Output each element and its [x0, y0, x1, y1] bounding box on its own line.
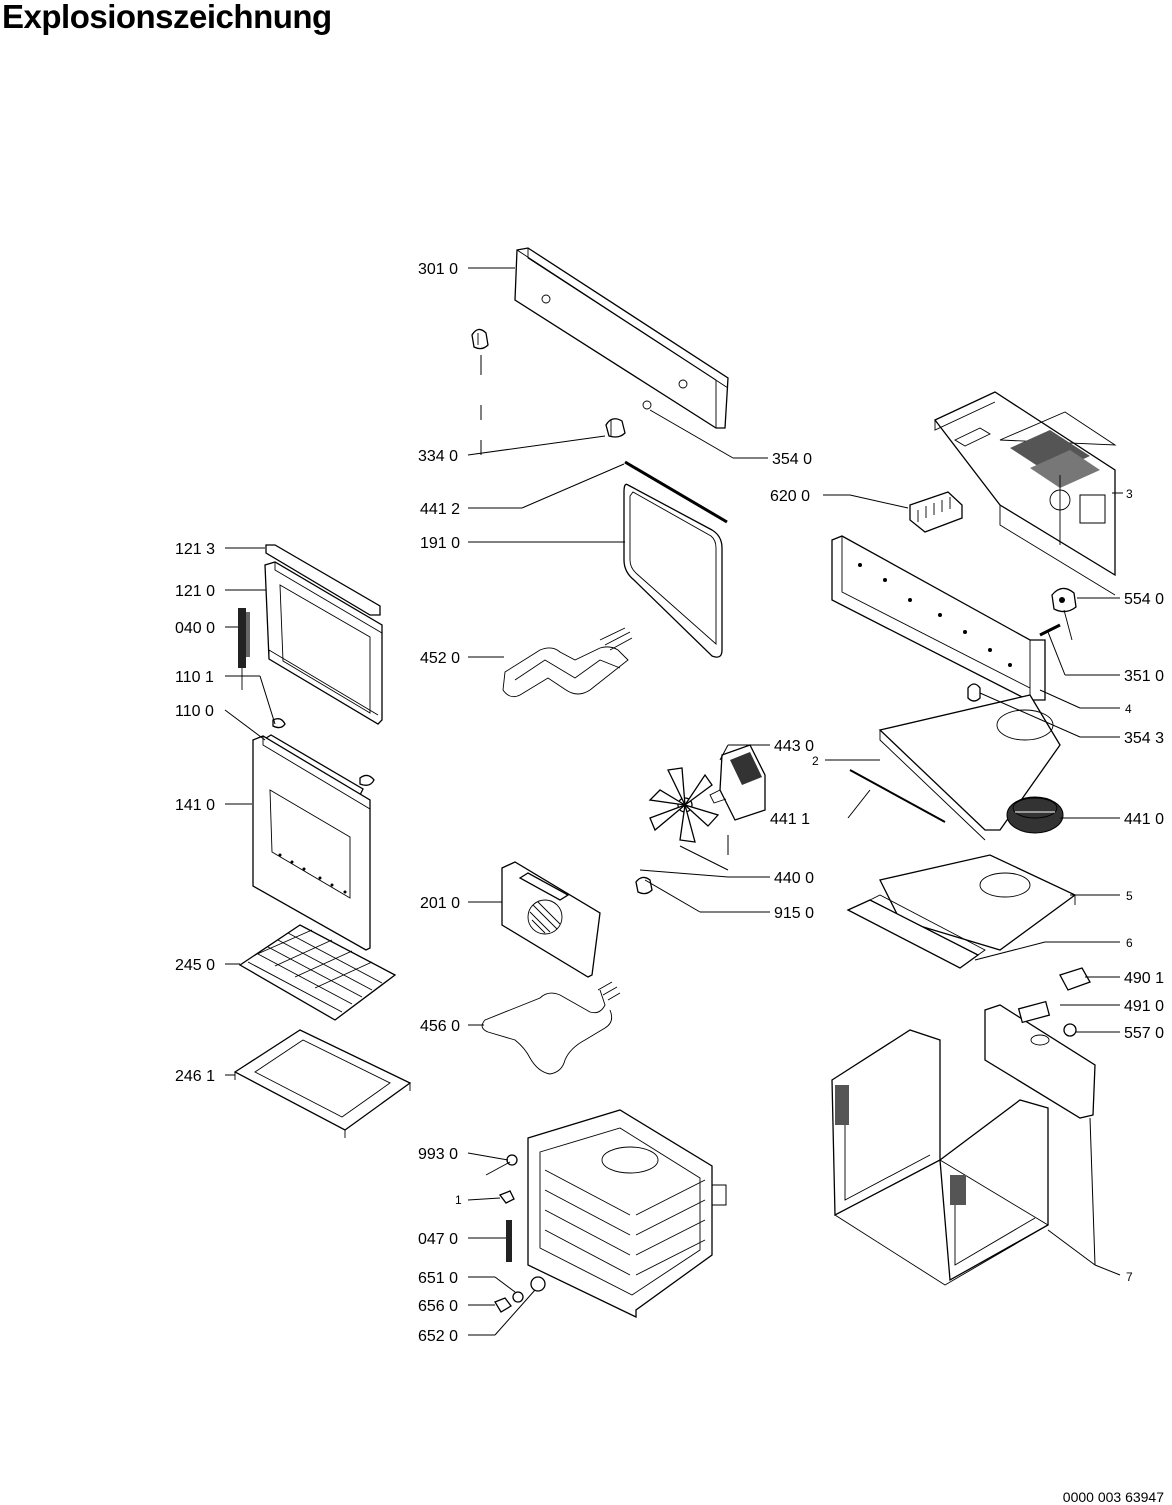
- fan-blade-part: [635, 767, 729, 895]
- label-141-0: 141 0: [175, 797, 215, 814]
- label-443-0: 443 0: [774, 738, 814, 755]
- label-491-0: 491 0: [1124, 998, 1164, 1015]
- label-441-2: 441 2: [420, 501, 460, 518]
- label-656-0: 656 0: [418, 1298, 458, 1315]
- front-frame-part: [831, 535, 1046, 702]
- document-number: 0000 003 63947: [1062, 1489, 1164, 1505]
- label-7: 7: [1126, 1270, 1133, 1284]
- label-557-0: 557 0: [1124, 1025, 1164, 1042]
- label-456-0: 456 0: [420, 1018, 460, 1035]
- lower-heating-element-part: [481, 981, 621, 1075]
- knob-part: [471, 328, 652, 455]
- label-620-0: 620 0: [770, 488, 810, 505]
- label-110-1: 110 1: [175, 669, 214, 686]
- label-441-0: 441 0: [1124, 811, 1164, 828]
- label-301-0: 301 0: [418, 261, 458, 278]
- label-554-0: 554 0: [1124, 591, 1164, 608]
- top-housing-part: [933, 391, 1117, 596]
- heating-element-part: [502, 627, 633, 698]
- small-parts-group: [485, 1154, 546, 1313]
- label-354-0: 354 0: [772, 451, 812, 468]
- top-plate-part: [878, 694, 1061, 841]
- label-1: 1: [455, 1193, 462, 1207]
- front-strip-part: [846, 894, 986, 969]
- label-3: 3: [1126, 487, 1133, 501]
- label-993-0: 993 0: [418, 1146, 458, 1163]
- fan-motor-part: [709, 744, 766, 821]
- label-110-0: 110 0: [175, 703, 214, 720]
- label-121-3: 121 3: [175, 541, 215, 558]
- label-441-1: 441 1: [770, 811, 810, 828]
- label-4: 4: [1125, 702, 1132, 716]
- label-652-0: 652 0: [418, 1328, 458, 1345]
- label-351-0: 351 0: [1124, 668, 1164, 685]
- outer-housing-part: [831, 1004, 1096, 1286]
- label-490-1: 490 1: [1124, 970, 1164, 987]
- label-2: 2: [812, 754, 819, 768]
- label-651-0: 651 0: [418, 1270, 458, 1287]
- switch-block-part: [909, 491, 963, 533]
- door-seal-part: [623, 483, 723, 658]
- baking-tray-part: [233, 1029, 412, 1138]
- connector-parts: [1017, 967, 1091, 1037]
- control-panel-part: [514, 247, 729, 429]
- page-title: Explosionszeichnung: [2, 0, 332, 35]
- hinge-part: [238, 608, 250, 690]
- label-915-0: 915 0: [774, 905, 814, 922]
- rear-cover-part: [501, 861, 601, 978]
- label-452-0: 452 0: [420, 650, 460, 667]
- label-245-0: 245 0: [175, 957, 215, 974]
- part-labels: 301 0 334 0 354 0 441 2 191 0 452 0 620 …: [175, 261, 1164, 1345]
- door-top-trim-part: [265, 544, 381, 616]
- label-040-0: 040 0: [175, 620, 215, 637]
- gasket-strip-part: [624, 460, 728, 524]
- label-354-3: 354 3: [1124, 730, 1164, 747]
- leader-lines: [224, 267, 1123, 1336]
- label-246-1: 246 1: [175, 1068, 215, 1085]
- oven-cavity-part: [527, 1109, 727, 1319]
- inner-door-frame-part: [264, 561, 383, 725]
- oven-rack-part: [238, 924, 397, 1021]
- thermostat-part: [1039, 587, 1077, 641]
- fan-housing-part: [1006, 796, 1064, 834]
- label-334-0: 334 0: [418, 448, 458, 465]
- label-201-0: 201 0: [420, 895, 460, 912]
- label-6: 6: [1126, 936, 1133, 950]
- label-191-0: 191 0: [420, 535, 460, 552]
- label-5: 5: [1126, 889, 1133, 903]
- strip-part: [849, 769, 946, 823]
- label-047-0: 047 0: [418, 1231, 458, 1248]
- label-121-0: 121 0: [175, 583, 215, 600]
- label-440-0: 440 0: [774, 870, 814, 887]
- outer-door-glass-part: [252, 735, 371, 951]
